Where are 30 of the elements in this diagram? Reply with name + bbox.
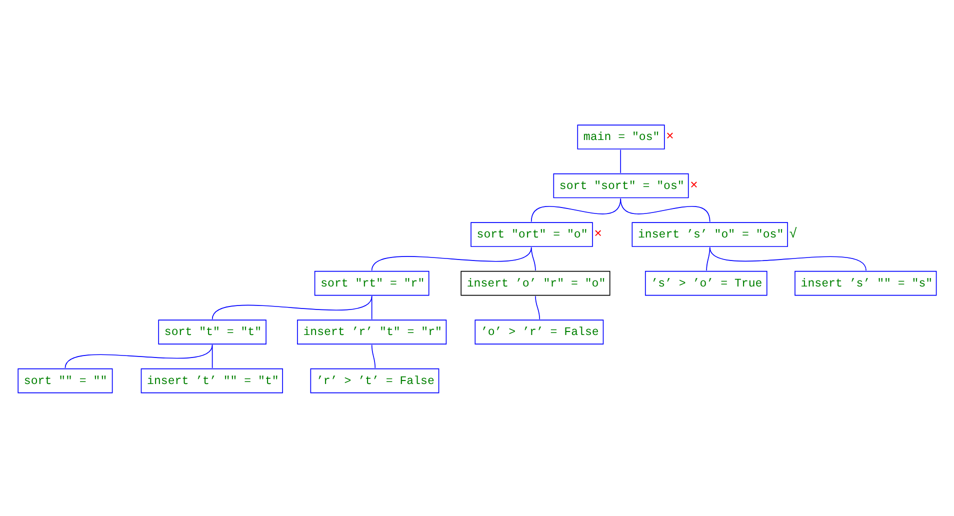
node-label: ×	[666, 128, 674, 144]
node-box: main = "os"	[577, 124, 665, 149]
connector	[64, 344, 213, 368]
connector	[530, 246, 536, 270]
connector	[371, 344, 376, 368]
node-label: ×	[690, 177, 698, 192]
node-box: sort "sort" = "os"	[553, 172, 689, 198]
node-box: insert ’s’ "" = "s"	[794, 270, 937, 296]
connector	[530, 198, 622, 222]
connector	[709, 246, 866, 270]
node-label: ×	[594, 226, 602, 242]
node-box: sort "ort" = "o"	[470, 222, 593, 246]
node-box: insert ’r’ "t" = "r"	[297, 319, 447, 344]
connector	[620, 198, 710, 222]
node-box: ’o’ > ’r’ = False	[474, 319, 604, 344]
node-box: insert ’s’ "o" = "os"	[632, 222, 788, 246]
connector	[620, 148, 622, 173]
connector	[212, 344, 213, 368]
node-box: ’s’ > ’o’ = True	[644, 270, 768, 296]
connector	[212, 295, 372, 320]
connector	[535, 295, 540, 320]
connector	[371, 295, 372, 320]
node-box: insert ’o’ "r" = "o"	[460, 270, 610, 296]
node-label: √	[789, 226, 798, 242]
node-box: insert ’t’ "" = "t"	[140, 368, 283, 393]
node-box: sort "rt" = "r"	[314, 270, 430, 296]
node-box: sort "t" = "t"	[158, 319, 266, 344]
connector	[371, 246, 532, 270]
node-box: ’r’ > ’t’ = False	[310, 368, 440, 393]
node-box: sort "" = ""	[18, 368, 113, 393]
